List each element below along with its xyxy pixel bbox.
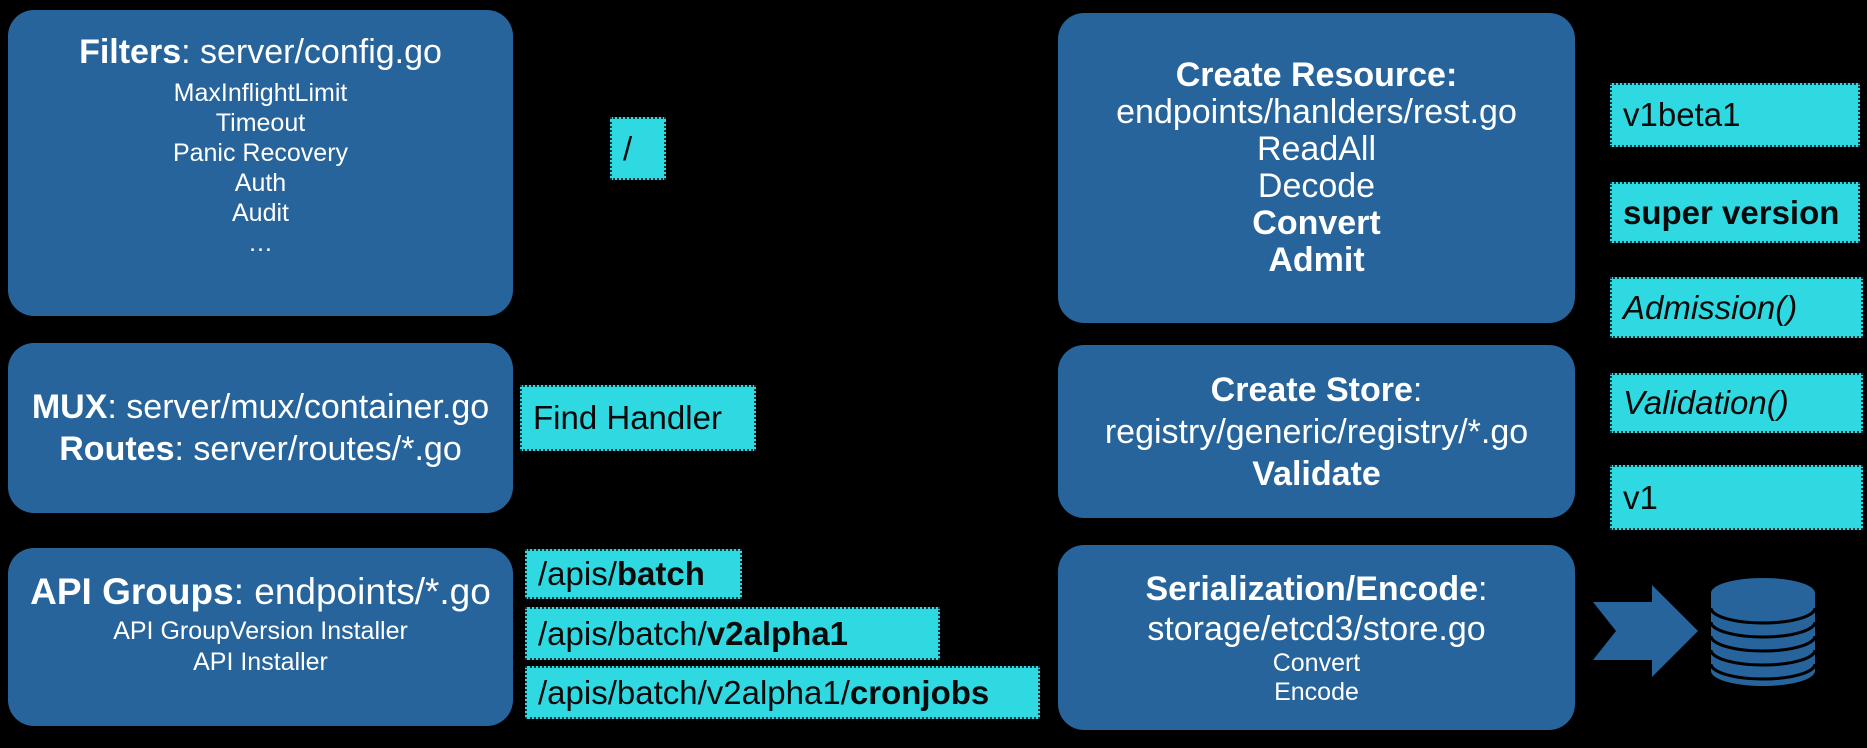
filters-item: Panic Recovery — [172, 139, 349, 167]
serialization-path: storage/etcd3/store.go — [1147, 609, 1486, 648]
create-resource-title: Create Resource: — [1175, 56, 1458, 94]
serialization-convert: Convert — [1272, 648, 1361, 677]
right-block-arrow-icon — [1593, 585, 1698, 677]
create-store-validate: Validate — [1252, 454, 1381, 493]
apis-batch-v2alpha1-cronjobs-path-tag: /apis/batch/v2alpha1/cronjobs — [525, 666, 1040, 719]
create-resource-decode: Decode — [1257, 167, 1376, 205]
routes-line: Routes: server/routes/*.go — [59, 430, 462, 468]
apis-batch-v2alpha1-path-tag: /apis/batch/v2alpha1 — [525, 607, 940, 660]
serialization-title: Serialization/Encode: — [1145, 569, 1488, 608]
filters-item: Auth — [234, 169, 287, 197]
database-cylinder-icon — [1709, 578, 1817, 686]
create-store-box: Create Store: registry/generic/registry/… — [1058, 345, 1575, 518]
filters-title: Filters: server/config.go — [79, 33, 442, 71]
apis-batch-path-tag: /apis/batch — [525, 549, 742, 599]
v1-version-tag: v1 — [1610, 465, 1863, 530]
super-version-tag: super version — [1610, 182, 1860, 243]
create-resource-convert: Convert — [1252, 204, 1381, 242]
api-groups-item: API Installer — [193, 648, 328, 676]
create-resource-box: Create Resource: endpoints/hanlders/rest… — [1058, 13, 1575, 323]
admission-function-tag: Admission() — [1610, 277, 1863, 338]
create-resource-readall: ReadAll — [1256, 130, 1377, 168]
create-resource-admit: Admit — [1268, 241, 1365, 279]
api-groups-box: API Groups: endpoints/*.go API GroupVers… — [8, 548, 513, 726]
filters-item: … — [248, 229, 273, 257]
filters-item: Audit — [232, 199, 289, 227]
validation-function-tag: Validation() — [1610, 373, 1863, 433]
filters-box: Filters: server/config.go MaxInflightLim… — [8, 10, 513, 316]
create-store-path: registry/generic/registry/*.go — [1104, 412, 1529, 451]
create-resource-path: endpoints/hanlders/rest.go — [1116, 93, 1517, 131]
mux-line: MUX: server/mux/container.go — [31, 388, 490, 426]
serialization-encode: Encode — [1274, 677, 1359, 706]
mux-routes-box: MUX: server/mux/container.go Routes: ser… — [8, 343, 513, 513]
create-store-title: Create Store: — [1210, 370, 1423, 409]
filters-item: Timeout — [215, 109, 306, 137]
root-path-tag: / — [610, 117, 666, 180]
find-handler-tag: Find Handler — [520, 385, 756, 451]
filters-item: MaxInflightLimit — [173, 79, 348, 107]
api-groups-title: API Groups: endpoints/*.go — [30, 571, 491, 612]
v1beta1-version-tag: v1beta1 — [1610, 83, 1860, 147]
api-groups-item: API GroupVersion Installer — [113, 617, 408, 645]
serialization-encode-box: Serialization/Encode: storage/etcd3/stor… — [1058, 545, 1575, 730]
